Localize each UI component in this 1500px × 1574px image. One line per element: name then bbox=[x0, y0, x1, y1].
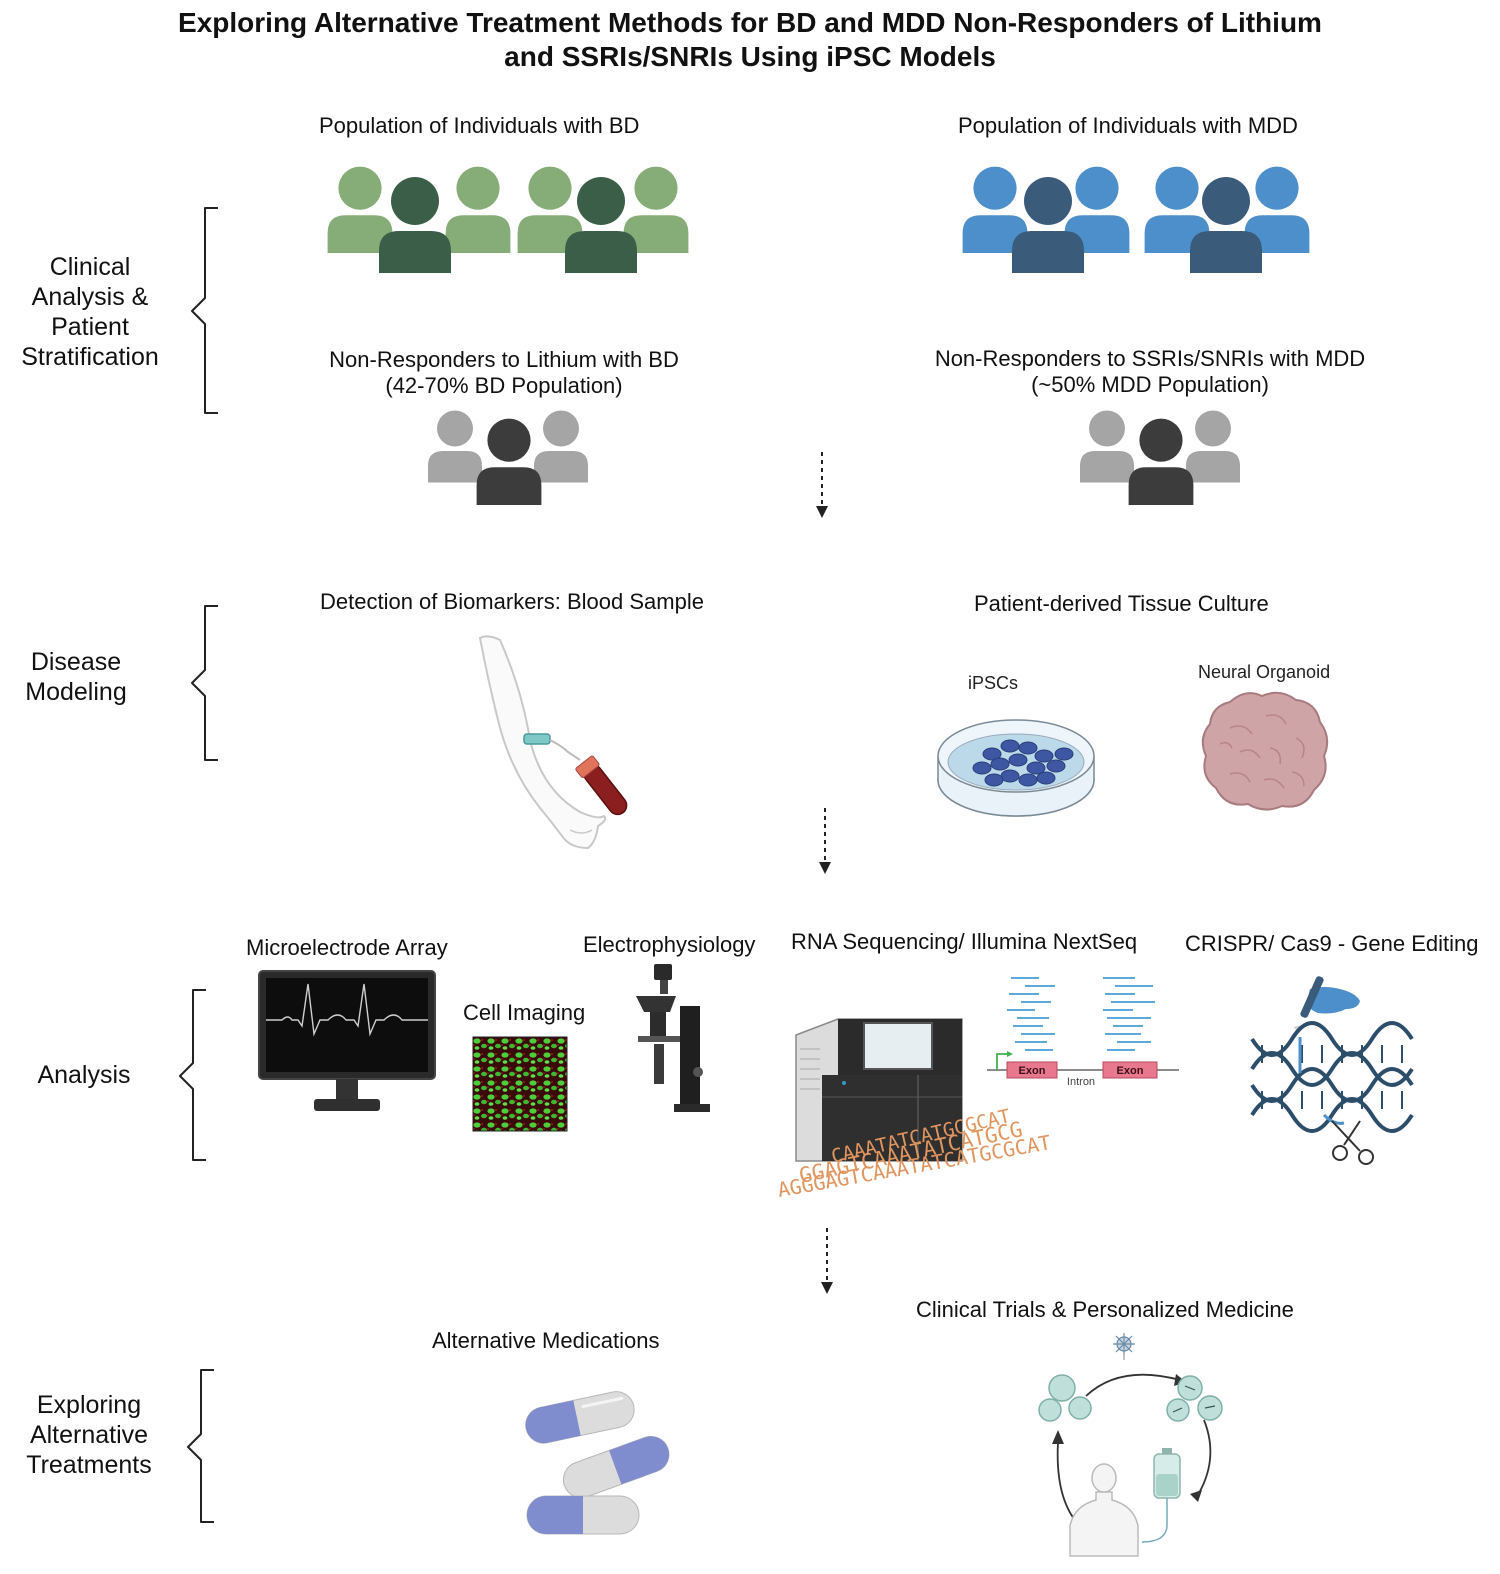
sequencer-icon bbox=[795, 1018, 963, 1162]
rna-seq-label: RNA Sequencing/ Illumina NextSeq bbox=[791, 929, 1138, 954]
bd-population-icon bbox=[327, 166, 689, 273]
stage-label-treatments: Exploring Alternative Treatments bbox=[26, 1391, 152, 1479]
brace-modeling bbox=[191, 605, 218, 761]
medications-label: Alternative Medications bbox=[432, 1328, 660, 1353]
stage-label-clinical: Clinical Analysis & Patient Stratificati… bbox=[21, 253, 159, 371]
mea-label: Microelectrode Array bbox=[246, 935, 448, 960]
intron-label: Intron bbox=[1067, 1076, 1095, 1088]
brace-treatments bbox=[187, 1369, 214, 1523]
dna-top-strand-b bbox=[1250, 1051, 1414, 1087]
bd-nonresponders-label: Non-Responders to Lithium with BD (42-70… bbox=[329, 347, 679, 398]
bd-population-label: Population of Individuals with BD bbox=[319, 113, 640, 138]
title-line-2: and SSRIs/SNRIs Using iPSC Models bbox=[504, 41, 996, 72]
blood-draw-arm-icon bbox=[478, 635, 628, 850]
cells-left-icon bbox=[1038, 1374, 1092, 1422]
mdd-nonresponders-label: Non-Responders to SSRIs/SNRIs with MDD (… bbox=[934, 346, 1366, 397]
iv-bag-icon bbox=[1141, 1448, 1181, 1543]
ephys-label: Electrophysiology bbox=[583, 932, 756, 957]
monitor-icon bbox=[258, 970, 436, 1111]
ipscs-label: iPSCs bbox=[968, 673, 1019, 693]
mdd-population-icon bbox=[962, 166, 1310, 273]
sequence-text-graphic: CAAATATCATGCGCAT GGAGTCAAATATCATGCG AGGG… bbox=[776, 1105, 1053, 1202]
brace-analysis bbox=[179, 989, 206, 1161]
patient-icon bbox=[1069, 1463, 1139, 1557]
title-line-1: Exploring Alternative Treatment Methods … bbox=[178, 7, 1322, 38]
bd-nonresponders-icon bbox=[428, 410, 588, 505]
dna-bottom-strand-b bbox=[1250, 1097, 1414, 1133]
biomarkers-label: Detection of Biomarkers: Blood Sample bbox=[320, 589, 704, 614]
cell-imaging-label: Cell Imaging bbox=[463, 1000, 586, 1025]
brace-clinical bbox=[191, 207, 218, 414]
exon-2-label: Exon bbox=[1117, 1065, 1144, 1077]
neural-organoid-icon bbox=[1201, 691, 1329, 811]
cell-imaging-icon bbox=[472, 1036, 568, 1132]
stage-label-analysis: Analysis bbox=[37, 1061, 131, 1089]
dna-bottom-strand-a bbox=[1250, 1067, 1414, 1103]
petri-dish-icon bbox=[937, 719, 1095, 817]
hand-pen-icon bbox=[1294, 976, 1360, 1033]
microscope-icon bbox=[636, 964, 710, 1112]
crispr-label: CRISPR/ Cas9 - Gene Editing bbox=[1185, 931, 1479, 956]
exon-1-label: Exon bbox=[1019, 1065, 1046, 1077]
read-alignment-diagram: Exon Exon Intron bbox=[987, 977, 1179, 1088]
clinical-trials-cycle bbox=[1038, 1333, 1223, 1557]
tissue-culture-label: Patient-derived Tissue Culture bbox=[974, 591, 1269, 616]
trials-label: Clinical Trials & Personalized Medicine bbox=[916, 1297, 1294, 1322]
mdd-nonresponders-icon bbox=[1080, 410, 1240, 505]
mdd-population-label: Population of Individuals with MDD bbox=[958, 113, 1298, 138]
virus-icon bbox=[1113, 1333, 1135, 1355]
crispr-dna-icon bbox=[1250, 976, 1414, 1165]
dna-top-strand-a bbox=[1250, 1021, 1414, 1057]
stage-label-modeling: Disease Modeling bbox=[25, 648, 127, 706]
organoid-label: Neural Organoid bbox=[1198, 662, 1331, 682]
pill-capsule-icon bbox=[525, 1391, 670, 1535]
scissors-icon bbox=[1331, 1120, 1374, 1165]
figure-title: Exploring Alternative Treatment Methods … bbox=[0, 6, 1500, 74]
